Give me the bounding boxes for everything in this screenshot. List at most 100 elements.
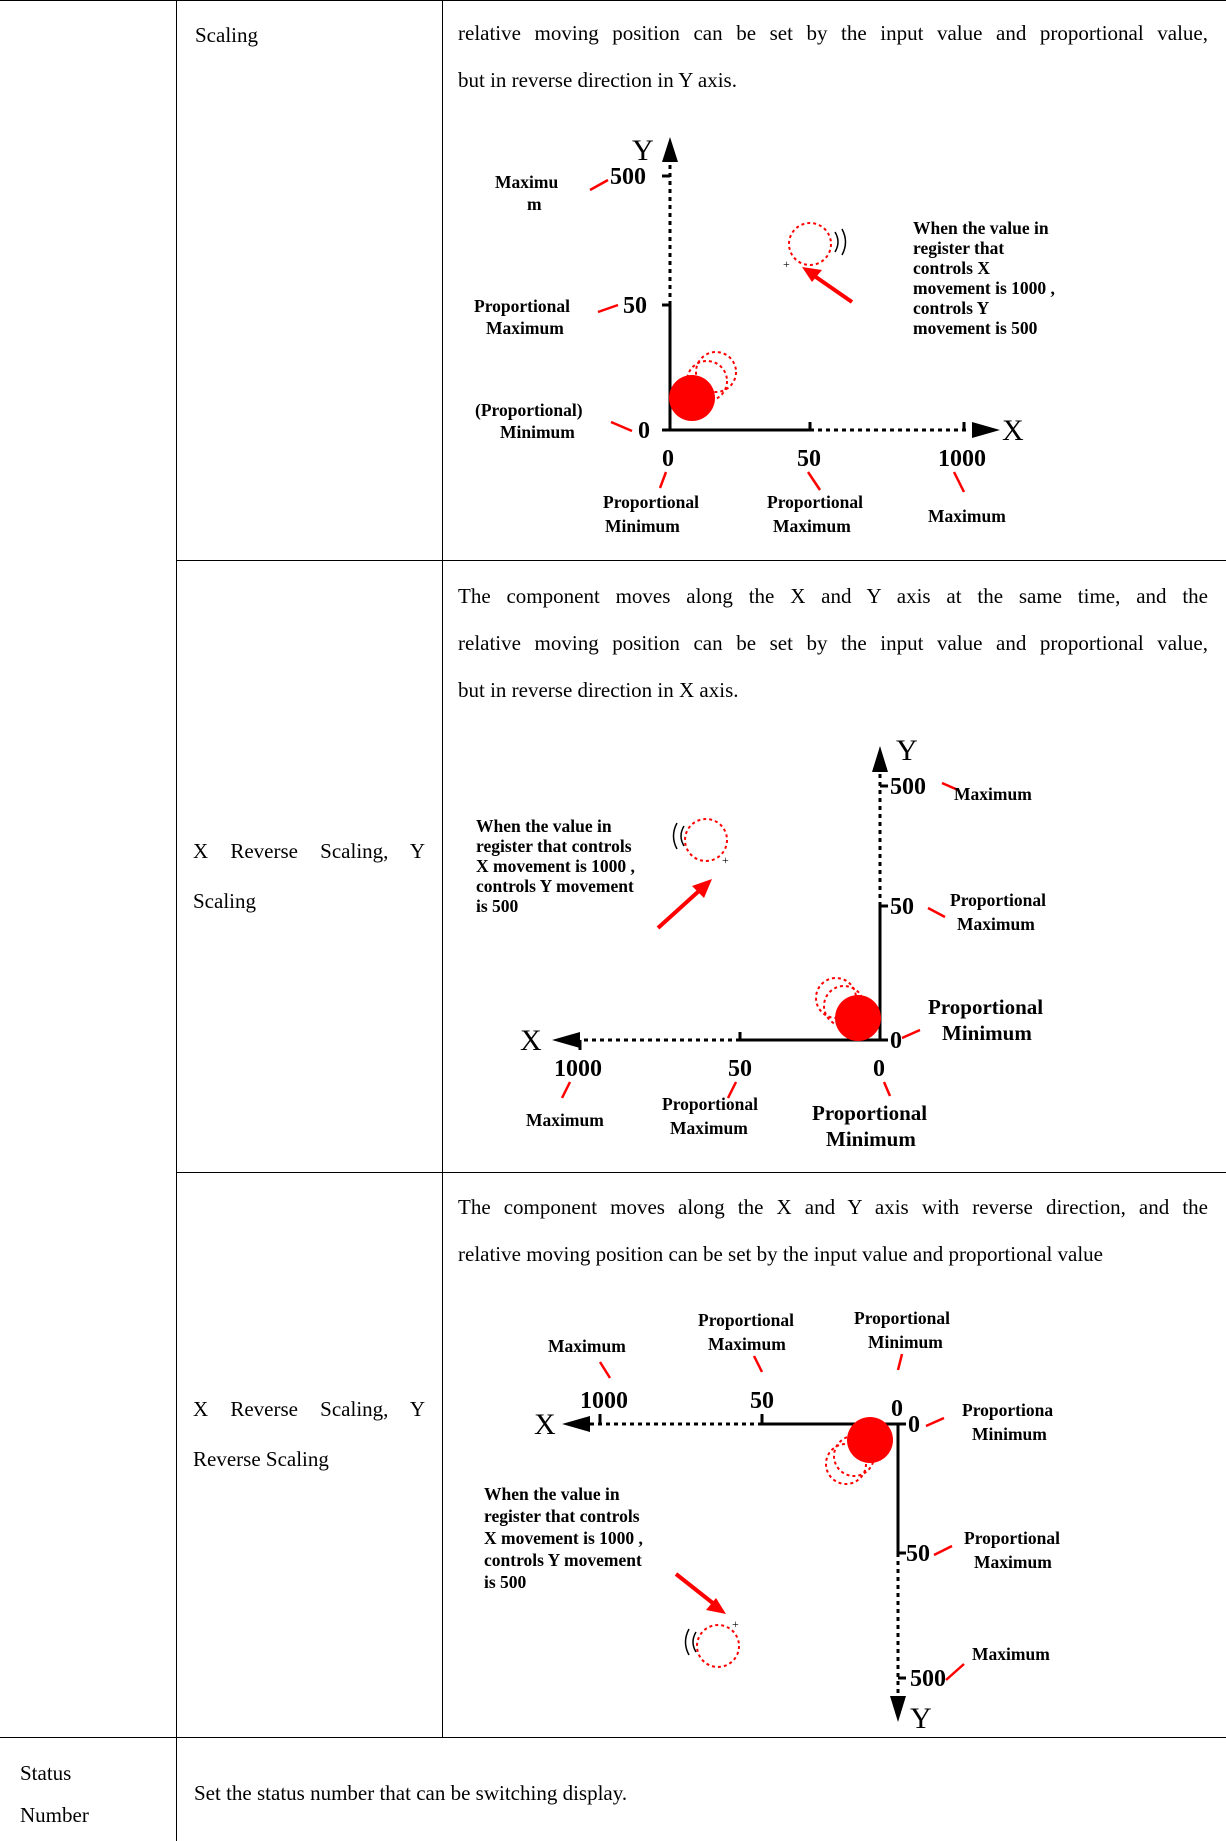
row1-label-x-max: Maximum <box>928 506 1006 526</box>
row2-label-x-min-line1: Proportional <box>812 1101 927 1125</box>
row3-axis-diagram: X Y 0 50 1000 0 50 500 Maximum Proportio… <box>484 1308 1060 1735</box>
svg-text:+: + <box>722 853 729 867</box>
row2-label-line-2: Scaling <box>193 889 256 913</box>
row2-label-x-max: Maximum <box>526 1110 604 1130</box>
row3-label-line-1: X Reverse Scaling, Y <box>193 1397 425 1421</box>
row3-label-y-min-line1: Proportiona <box>962 1400 1053 1420</box>
row3-note-line-3: X movement is 1000 , <box>484 1528 643 1548</box>
row1-component-circle <box>669 375 715 421</box>
row3-y-axis-label: Y <box>910 1702 932 1735</box>
row1-label-x-min-line2: Minimum <box>605 516 680 536</box>
row3-note-line-4: controls Y movement <box>484 1550 642 1570</box>
row1-label-x-prop-max-line1: Proportional <box>767 492 863 512</box>
row2-label-y-prop-max-line1: Proportional <box>950 890 1046 910</box>
row2-label-y-max: Maximum <box>954 784 1032 804</box>
row2-y-max-value: 500 <box>890 774 926 800</box>
row1-x-prop-max-value: 50 <box>797 446 821 472</box>
row1-label-x-prop-max-line2: Maximum <box>773 516 851 536</box>
row1-desc-line-2: but in reverse direction in Y axis. <box>458 68 737 92</box>
row3-note-line-5: is 500 <box>484 1572 527 1592</box>
row1-note-line-4: movement is 1000 , <box>913 278 1055 298</box>
row3-label-y-prop-max-line1: Proportional <box>964 1528 1060 1548</box>
row2-label-line-1: X Reverse Scaling, Y <box>193 839 425 863</box>
row1-label-y-min-line1: (Proportional) <box>475 400 583 420</box>
row3-desc-line-1: The component moves along the X and Y ax… <box>458 1195 1208 1219</box>
row3-description: The component moves along the X and Y ax… <box>458 1184 1208 1278</box>
row2-label-y-prop-max-line2: Maximum <box>957 914 1035 934</box>
row3-label-x-max: Maximum <box>548 1336 626 1356</box>
row1-description: relative moving position can be set by t… <box>458 10 1208 104</box>
row2-label-y-min-line2: Minimum <box>942 1021 1032 1045</box>
row2-x-max-value: 1000 <box>554 1056 602 1082</box>
row3-y-zero: 0 <box>908 1412 920 1438</box>
row1-note-line-3: controls X <box>913 258 990 278</box>
row3-x-zero: 0 <box>891 1396 903 1422</box>
row2-note-line-2: register that controls <box>476 836 632 856</box>
row2-y-axis-label: Y <box>896 734 918 767</box>
row2-component-circle <box>835 995 881 1041</box>
row1-x-max-value: 1000 <box>938 446 986 472</box>
row1-label-y-max-line1: Maximu <box>495 172 558 192</box>
row2-y-prop-max-value: 50 <box>890 894 914 920</box>
status-label-line-1: Status <box>20 1761 72 1785</box>
row2-label-x-prop-max-line2: Maximum <box>670 1118 748 1138</box>
row3-label-y-min-line2: Minimum <box>972 1424 1047 1444</box>
row3-desc-line-2: relative moving position can be set by t… <box>458 1242 1104 1266</box>
row2-desc-line-2: relative moving position can be set by t… <box>458 631 1208 655</box>
row2-note-line-1: When the value in <box>476 816 612 836</box>
svg-text:+: + <box>732 1617 739 1631</box>
row3-y-max-value: 500 <box>910 1666 946 1692</box>
row2-x-zero: 0 <box>873 1056 885 1082</box>
row-label-scaling: Scaling <box>195 23 258 47</box>
table-col-divider-2 <box>442 0 443 1737</box>
table-top-border <box>0 0 1226 1</box>
row3-note-line-2: register that controls <box>484 1506 640 1526</box>
status-number-description: Set the status number that can be switch… <box>194 1781 628 1805</box>
row-divider-3 <box>0 1737 1226 1738</box>
row3-y-prop-max-value: 50 <box>906 1541 930 1567</box>
row2-desc-line-3: but in reverse direction in X axis. <box>458 678 739 702</box>
row2-label-x-prop-max-line1: Proportional <box>662 1094 758 1114</box>
row1-label-y-prop-max-line2: Maximum <box>486 318 564 338</box>
row2-label-x-min-line2: Minimum <box>826 1127 916 1151</box>
row2-note-line-4: controls Y movement <box>476 876 634 896</box>
row-divider-2 <box>176 1172 1226 1173</box>
row-divider-1 <box>176 560 1226 561</box>
row2-note-line-5: is 500 <box>476 896 519 916</box>
row2-note-line-3: X movement is 1000 , <box>476 856 635 876</box>
row2-x-prop-max-value: 50 <box>728 1056 752 1082</box>
row2-label-y-min-line1: Proportional <box>928 995 1043 1019</box>
row3-x-axis-label: X <box>534 1408 556 1441</box>
row1-x-zero: 0 <box>662 446 674 472</box>
row3-x-max-value: 1000 <box>580 1388 628 1414</box>
row2-desc-line-1: The component moves along the X and Y ax… <box>458 584 1208 608</box>
row1-y-axis-label: Y <box>632 134 654 167</box>
row1-desc-line-1: relative moving position can be set by t… <box>458 21 1208 45</box>
row2-description: The component moves along the X and Y ax… <box>458 573 1208 714</box>
row1-note-line-6: movement is 500 <box>913 318 1038 338</box>
row1-x-axis-label: X <box>1002 414 1024 447</box>
row2-axis-diagram: Y X 500 50 0 0 50 1000 Maximum Proportio… <box>476 734 1046 1151</box>
row1-axis-diagram: Y X 500 50 0 0 50 1000 Maximu m Propor <box>474 134 1055 536</box>
row3-label-x-prop-max-line1: Proportional <box>698 1310 794 1330</box>
svg-text:+: + <box>783 257 790 271</box>
row1-label-x-min-line1: Proportional <box>603 492 699 512</box>
row1-y-zero: 0 <box>638 418 650 444</box>
row3-note-line-1: When the value in <box>484 1484 620 1504</box>
row2-y-zero: 0 <box>890 1028 902 1054</box>
status-label-line-2: Number <box>20 1803 89 1827</box>
row3-label-y-max: Maximum <box>972 1644 1050 1664</box>
row3-label-x-min-line1: Proportional <box>854 1308 950 1328</box>
row3-x-prop-max-value: 50 <box>750 1388 774 1414</box>
row1-note-line-2: register that <box>913 238 1004 258</box>
row1-label-y-max-line2: m <box>527 194 542 214</box>
row1-label-y-prop-max-line1: Proportional <box>474 296 570 316</box>
row-label-x-reverse-y-reverse-scaling: X Reverse Scaling, Y Reverse Scaling <box>193 1384 425 1484</box>
row-label-x-reverse-y-scaling: X Reverse Scaling, Y Scaling <box>193 826 425 926</box>
row1-label-y-min-line2: Minimum <box>500 422 575 442</box>
row3-label-y-prop-max-line2: Maximum <box>974 1552 1052 1572</box>
table-col-divider-1 <box>176 0 177 1841</box>
row1-note-line-1: When the value in <box>913 218 1049 238</box>
row3-component-circle <box>847 1417 893 1463</box>
